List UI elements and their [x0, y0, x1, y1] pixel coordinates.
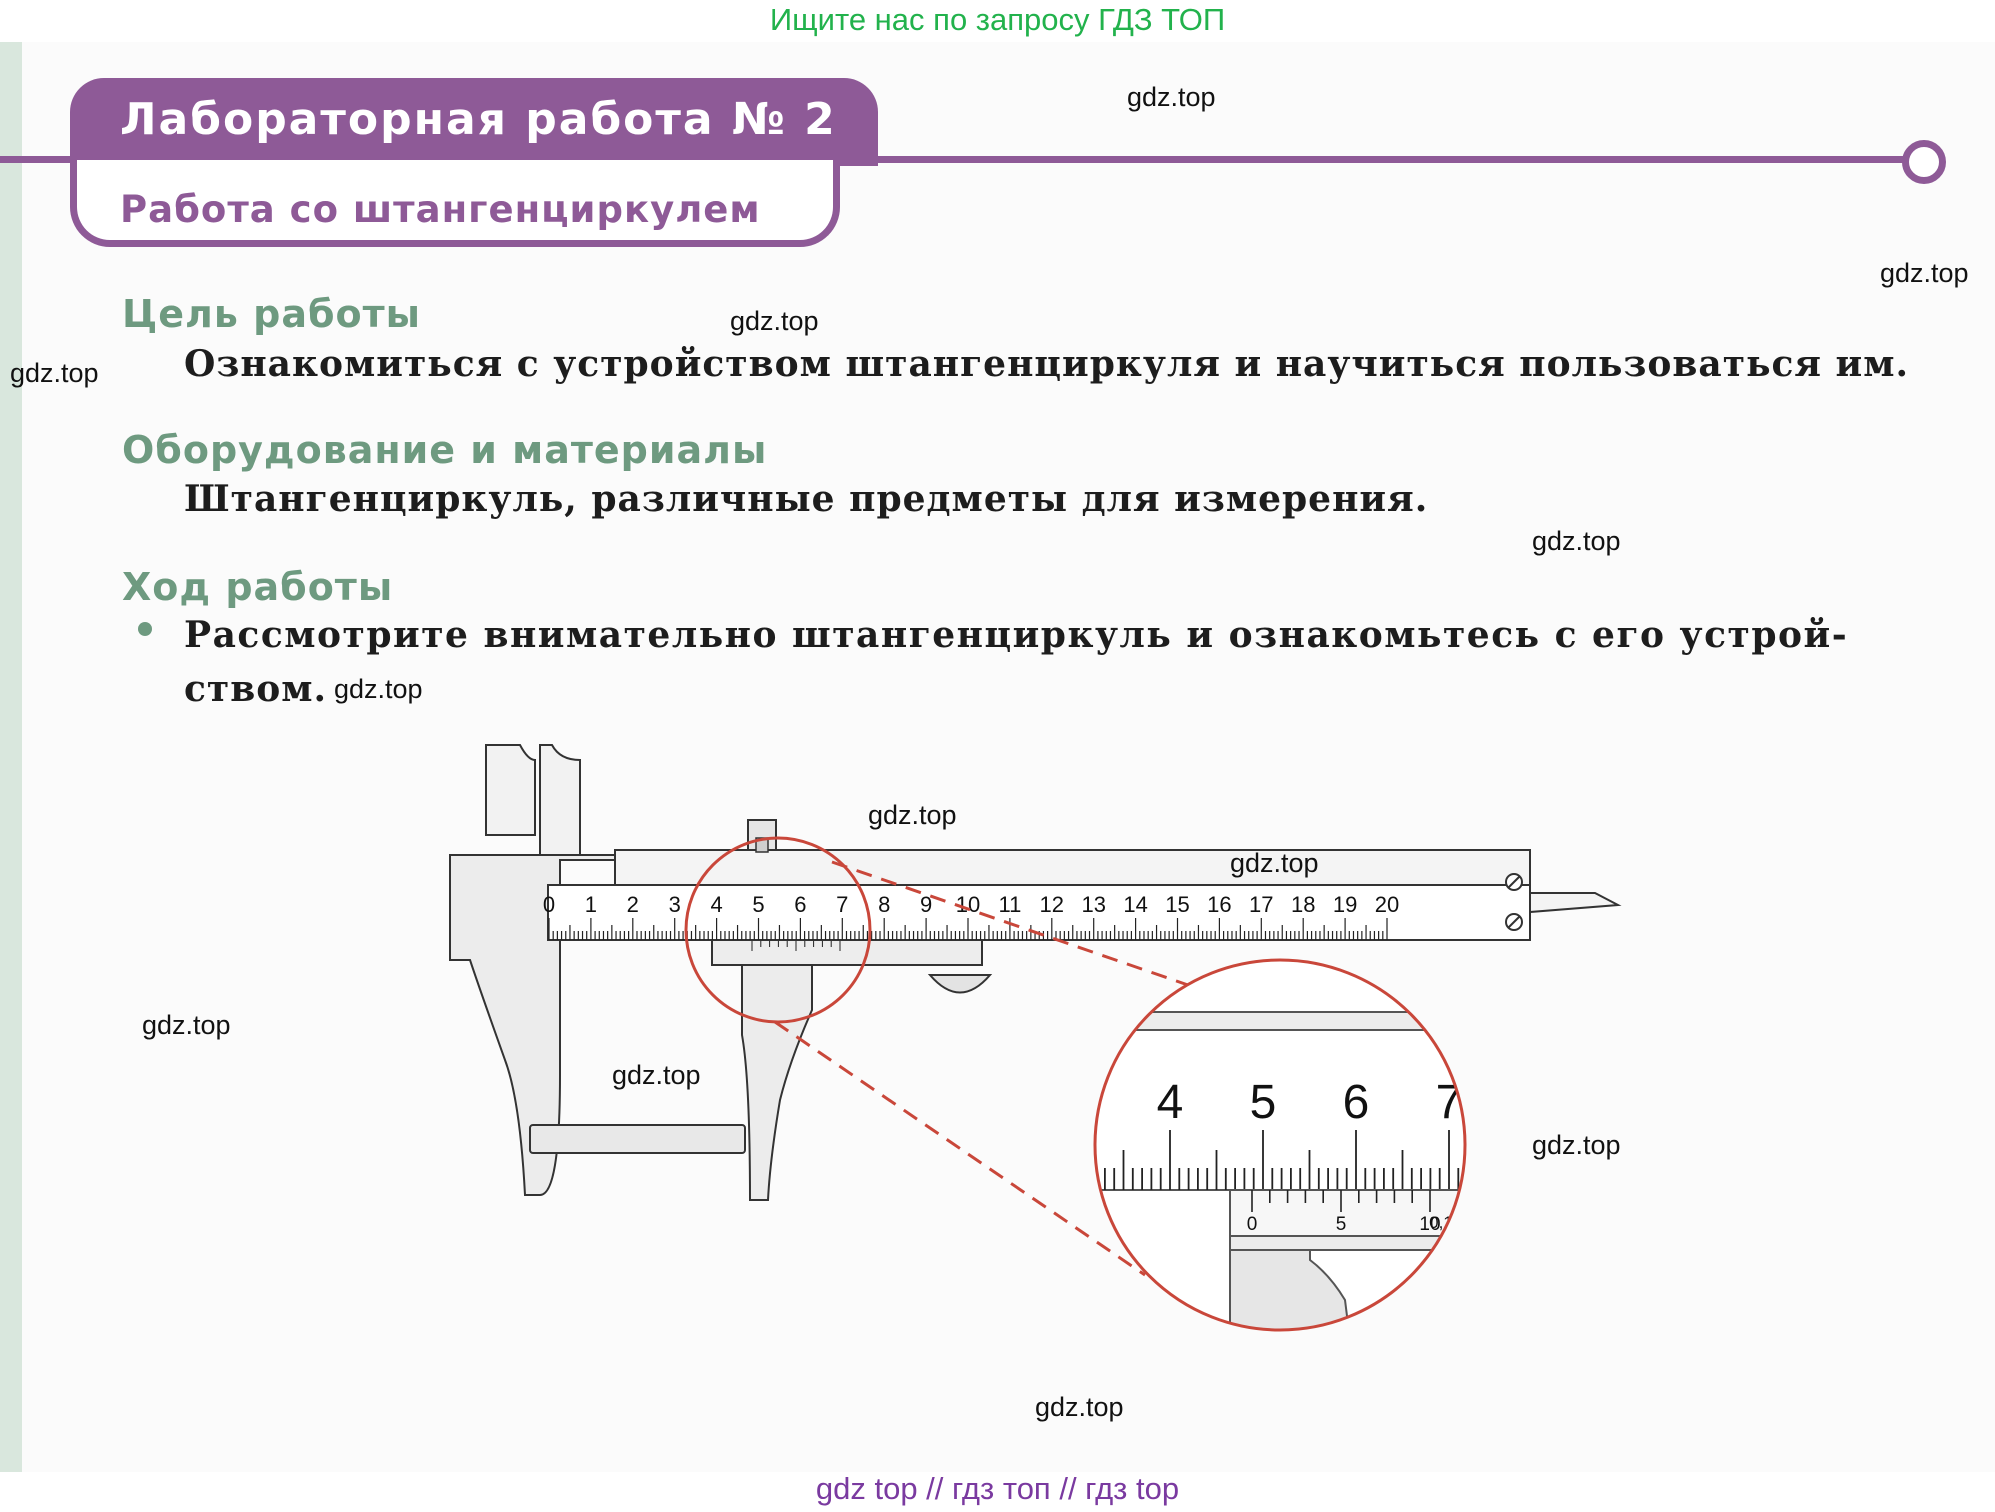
main-scale-label: 3 — [669, 892, 681, 917]
upper-movable-jaw — [539, 744, 581, 861]
procedure-step-line1: Рассмотрите внимательно штангенциркуль и… — [184, 614, 1849, 656]
main-scale-label: 13 — [1081, 892, 1105, 917]
goal-heading: Цель работы — [122, 292, 421, 336]
watermark: gdz.top — [1035, 1392, 1124, 1422]
main-scale-label: 17 — [1249, 892, 1273, 917]
watermark: gdz.top — [1127, 82, 1216, 112]
watermark: gdz.top — [612, 1060, 701, 1090]
vernier-label: 0 — [1247, 1214, 1258, 1235]
magnified-main-label: 6 — [1343, 1076, 1370, 1129]
top-search-link[interactable]: Ищите нас по запросу ГДЗ ТОП — [769, 2, 1226, 37]
main-scale-label: 20 — [1375, 892, 1399, 917]
main-scale-label: 4 — [710, 892, 722, 917]
main-scale-label: 15 — [1165, 892, 1189, 917]
small-vernier-scale — [751, 941, 841, 951]
procedure-step-line2: ством. — [184, 668, 328, 710]
main-scale-label: 18 — [1291, 892, 1315, 917]
goal-text: Ознакомиться с устройством штангенциркул… — [184, 343, 1910, 385]
watermark: gdz.top — [334, 674, 423, 704]
main-scale-label: 14 — [1123, 892, 1147, 917]
watermark: gdz.top — [1880, 258, 1969, 288]
upper-rail — [614, 849, 1531, 886]
watermark: gdz.top — [1532, 1130, 1621, 1160]
main-scale-label: 8 — [878, 892, 890, 917]
selection-circle — [684, 836, 872, 1024]
title-tab — [70, 78, 878, 166]
lab-subtitle: Работа со штангенциркулем — [120, 188, 761, 231]
main-scale-label: 19 — [1333, 892, 1357, 917]
watermark: gdz.top — [142, 1010, 231, 1040]
bullet-icon — [138, 622, 152, 636]
main-scale — [548, 918, 1388, 940]
magnified-main-label: 7 — [1436, 1076, 1463, 1129]
thumb-wheel-icon — [927, 974, 993, 994]
vernier-label: 5 — [1336, 1214, 1347, 1235]
main-scale-label: 10 — [956, 892, 980, 917]
equipment-heading: Оборудование и материалы — [122, 428, 768, 472]
header-rule-end-circle — [1902, 140, 1946, 184]
vernier-label: 10 — [1419, 1214, 1440, 1235]
bottom-links[interactable]: gdz top // гдз топ // гдз top — [815, 1471, 1180, 1506]
header-rule — [0, 156, 1915, 163]
subtitle-box — [70, 160, 840, 247]
main-scale-label: 6 — [794, 892, 806, 917]
procedure-heading: Ход работы — [122, 565, 394, 609]
main-scale-label: 1 — [585, 892, 597, 917]
watermark: gdz.top — [1230, 848, 1319, 878]
equipment-text: Штангенциркуль, различные предметы для и… — [184, 478, 1429, 520]
main-scale-label: 11 — [998, 892, 1021, 917]
magnified-view: 4 5 6 7 0 5 10 0,1 мм — [1095, 960, 1481, 1330]
left-margin-strip — [0, 42, 22, 1472]
watermark: gdz.top — [868, 800, 957, 830]
watermark: gdz.top — [1532, 526, 1621, 556]
magnified-main-label: 4 — [1157, 1076, 1184, 1129]
vernier-slider — [711, 939, 983, 966]
main-scale-label: 2 — [627, 892, 639, 917]
depth-rod — [1529, 892, 1622, 914]
main-scale-label: 12 — [1040, 892, 1064, 917]
magnifier-circle — [1093, 958, 1467, 1332]
magnified-main-label: 5 — [1250, 1076, 1277, 1129]
page-background — [0, 42, 1995, 1472]
main-scale-label: 9 — [920, 892, 932, 917]
watermark: gdz.top — [10, 358, 99, 388]
main-scale-label: 5 — [752, 892, 764, 917]
connector-line — [831, 860, 1189, 987]
main-scale-label: 7 — [836, 892, 848, 917]
main-scale-label: 16 — [1207, 892, 1231, 917]
main-scale-labels: 0 1 2 3 4 5 6 7 8 9 10 11 12 13 14 15 16… — [543, 892, 1399, 917]
connector-line — [774, 1020, 1146, 1277]
watermark: gdz.top — [730, 306, 819, 336]
movable-jaw — [741, 964, 813, 1201]
vernier-unit-label: 0,1 мм — [1429, 1213, 1481, 1232]
upper-fixed-jaw — [485, 744, 536, 836]
measured-object — [529, 1124, 746, 1154]
main-scale-label: 0 — [543, 892, 555, 917]
lab-title: Лабораторная работа № 2 — [120, 94, 837, 145]
